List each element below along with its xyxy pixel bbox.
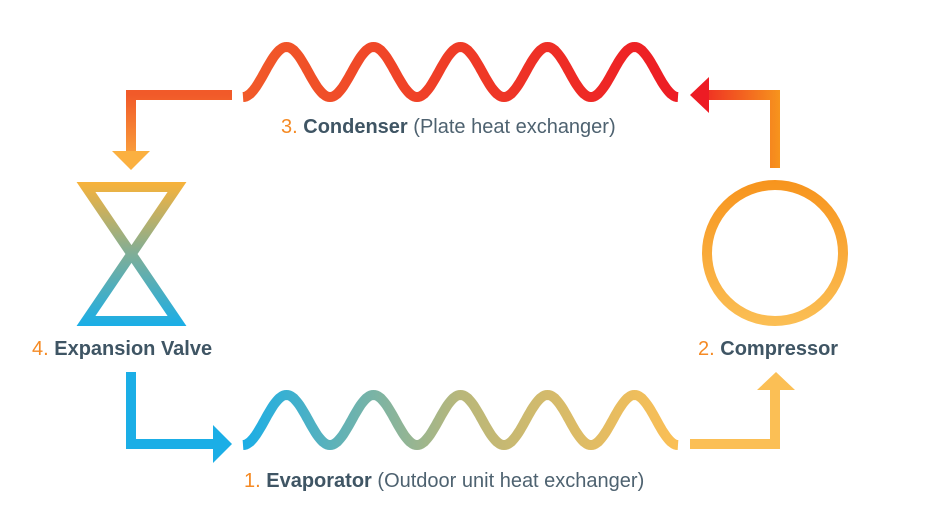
- evaporator-wave: [242, 389, 679, 451]
- arrow-to-expansion-valve: [112, 90, 232, 170]
- expansion-valve-icon: [76, 182, 187, 326]
- arrow-to-condenser: [690, 77, 780, 168]
- compressor-icon: [702, 180, 848, 326]
- evaporator-label: 1. Evaporator (Outdoor unit heat exchang…: [244, 470, 645, 492]
- condenser-label: 3. Condenser (Plate heat exchanger): [281, 116, 616, 138]
- arrow-to-compressor: [690, 372, 795, 449]
- expansion-valve-label: 4. Expansion Valve: [32, 338, 213, 360]
- condenser-wave: [242, 41, 679, 103]
- compressor-label: 2. Compressor: [698, 338, 839, 360]
- arrow-to-evaporator: [126, 372, 232, 463]
